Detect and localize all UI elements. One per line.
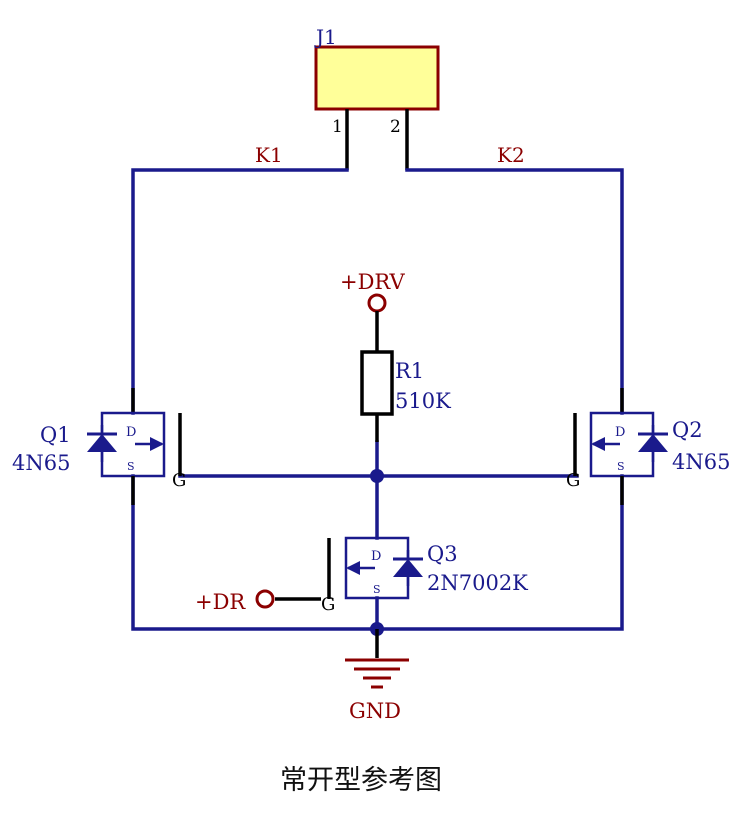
q1-g-label: G [172, 470, 186, 491]
resistor-r1: R1 510K [360, 350, 451, 442]
q1-value: 4N65 [12, 451, 70, 475]
q1-s-label: S [127, 460, 135, 473]
q3-value: 2N7002K [427, 571, 528, 595]
pin1-label: 1 [332, 117, 343, 137]
q2-s-label: S [617, 460, 625, 473]
power-port-drv: +DRV [340, 270, 405, 352]
mosfet-q3: D S G Q3 2N7002K [321, 536, 528, 615]
power-port-dr: +DR [195, 589, 275, 614]
net-label-k2: K2 [497, 143, 525, 167]
q1-ref: Q1 [40, 423, 71, 447]
q3-arrow-head [346, 561, 360, 575]
mosfet-q2: D S G Q2 4N65 [566, 388, 730, 505]
mosfet-q1: D S G Q1 4N65 [12, 388, 186, 505]
wire-k2 [405, 168, 624, 415]
pin2-label: 2 [390, 117, 401, 137]
q3-s-label: S [373, 583, 381, 596]
q2-value: 4N65 [672, 450, 730, 474]
q2-arrow-head [591, 437, 605, 451]
q2-d-label: D [615, 425, 625, 440]
power-label-drv: +DRV [340, 270, 405, 294]
resistor-ref: R1 [395, 359, 424, 383]
wire-k1 [131, 168, 349, 415]
q2-ref: Q2 [672, 418, 703, 442]
junction-dot-icon [370, 469, 384, 483]
q3-d-label: D [371, 549, 381, 564]
net-label-k1: K1 [255, 143, 283, 167]
connector-ref: J1 [314, 25, 337, 49]
diode-icon [87, 434, 117, 452]
power-label-dr: +DR [195, 590, 246, 614]
ground-symbol-icon [345, 629, 409, 689]
q1-d-label: D [126, 425, 136, 440]
q1-arrow-head [150, 437, 164, 451]
connector-j1: J1 1 2 [314, 25, 440, 170]
diode-icon [393, 559, 423, 577]
diode-icon [638, 434, 668, 452]
power-label-gnd: GND [349, 699, 401, 723]
resistor-value: 510K [395, 389, 451, 413]
connector-body [314, 45, 440, 111]
power-port-circle-icon [367, 293, 387, 313]
resistor-body [360, 350, 394, 416]
q3-ref: Q3 [427, 542, 458, 566]
diagram-caption: 常开型参考图 [280, 765, 442, 796]
q3-g-label: G [321, 594, 335, 615]
q2-g-label: G [566, 470, 580, 491]
power-port-circle-icon [255, 589, 275, 609]
